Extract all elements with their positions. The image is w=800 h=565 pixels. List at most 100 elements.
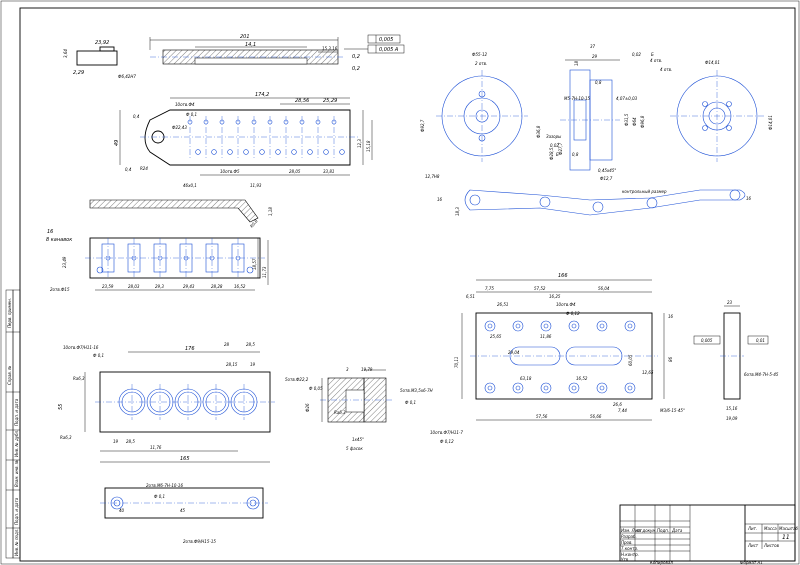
dimension-label: 16,52: [576, 376, 588, 381]
dimension-label: 28,56: [295, 98, 309, 104]
part-top-bar: 201 14,1 15 3,16 3,64 23,92 2,29 Ф6,42Н7…: [63, 34, 405, 79]
title-block: Лит. Масса Масштаб Лист Листов 11 Изм. Л…: [619, 504, 799, 562]
dimension-label: 70,11: [454, 357, 459, 368]
dimension-label: 33,81: [323, 169, 334, 174]
dimension-label: 29,3: [155, 284, 164, 289]
part-disc-left: Ф55-12 2 отв. Ф92,7: [420, 52, 528, 162]
block-hole-inner: [487, 385, 493, 391]
dimension-label: 29: [592, 54, 598, 59]
title-block-label: Изм. Лист: [621, 528, 642, 533]
dimension-label: 2отв.Ф15: [50, 287, 70, 292]
part-side-bar: 23 0,005 0,01 6отв.М4-7Н-5-45 15,16 19,0…: [693, 300, 779, 421]
dimension-label: Ф22,43: [172, 125, 187, 130]
block-hole: [624, 382, 636, 394]
dimension-label: 16,25: [549, 294, 561, 299]
dimension-label: Ф12,7: [600, 176, 613, 181]
comb-hole: [259, 149, 265, 155]
dimension-label: 6отв.М4-7Н-5-45: [744, 372, 779, 377]
dimension-label: 0,4: [125, 167, 132, 172]
margin-label: Справ. №: [7, 366, 12, 385]
dimension-label: 28,03: [128, 284, 140, 289]
dimension-label: 11,86: [540, 334, 552, 339]
dimension-label: 16,52: [234, 284, 246, 289]
dimension-label: 6,51: [466, 294, 475, 299]
part-plate: 10отв.Ф7/Н11-16 Ф 0,1 Ra6,3 Ra6,3 55 11,…: [58, 342, 275, 463]
dimension-label: 15,18: [366, 140, 371, 152]
dimension-label: 45: [180, 508, 186, 513]
block-hole: [568, 382, 580, 394]
dimension-label: 2отв.Ф9/Н15-15: [183, 539, 216, 544]
dimension-label: 23: [727, 300, 733, 305]
block-hole: [540, 320, 552, 332]
dimension-label: Ф28,5: [549, 147, 554, 160]
dimension-label: 19: [250, 362, 256, 367]
comb-hole: [307, 149, 313, 155]
dimension-label: Ф6,42Н7: [118, 74, 136, 79]
dimension-label: Ф14,01: [705, 60, 720, 65]
dimension-label: 0,2: [352, 54, 360, 60]
title-block-label: Утв.: [621, 557, 629, 562]
dimension-label: 165: [180, 456, 190, 462]
tolerance-frame-label: 0,005: [701, 338, 713, 343]
block-hole: [596, 382, 608, 394]
tolerance-frame-label: 0,005 А: [379, 47, 399, 53]
rail-end-hole: [96, 266, 104, 274]
tolerance-frame-label: 0,01: [756, 338, 765, 343]
tolerance-frame-label: Ф 0,12: [566, 311, 580, 316]
dimension-label: 3,64: [63, 49, 68, 58]
part-rail: 16 8 канавок 23,49 2отв.Ф15 23,59 28,03 …: [46, 207, 273, 292]
dimension-label: 26,51: [497, 302, 508, 307]
dimension-label: 25,29: [323, 98, 337, 104]
part-disc-section: Ф36,8 Ф28,5 Ф27,7 0,45х45° Зазоры 0,02 Б…: [536, 44, 654, 181]
block-hole-inner: [571, 385, 577, 391]
dimension-label: Зазоры: [546, 134, 561, 139]
dimension-label: контрольный размер: [622, 189, 667, 194]
block-hole-inner: [487, 323, 493, 329]
margin-label: Инв. № подл.: [14, 528, 19, 556]
part-small-strip: 2отв.М6-7Н-10-16 Ф 0,1 40 45 2отв.Ф9/Н15…: [100, 483, 268, 544]
dimension-label: 28,5: [126, 439, 135, 444]
block-hole-inner: [599, 385, 605, 391]
tolerance-frame-label: Ф 0,1: [93, 353, 104, 358]
dimension-label: 16: [746, 196, 752, 201]
dimension-label: 55: [58, 404, 64, 410]
dimension-label: 166: [558, 273, 568, 279]
block-hole-inner: [627, 385, 633, 391]
title-block-label: Пров.: [621, 540, 633, 545]
dimension-label: 4,07±0,03: [616, 96, 638, 101]
tolerance-frame-label: Ф 0,1: [405, 400, 416, 405]
title-block-label: Лист: [747, 543, 759, 548]
dimension-label: 8 канавок: [46, 237, 72, 243]
dimension-label: 2,29: [73, 70, 84, 76]
margin-label: Инв. № дубл.: [14, 430, 19, 457]
dimension-label: 29,43: [183, 284, 195, 289]
dimension-label: Ф31,5: [624, 113, 629, 126]
left-margin-strip: Перв. примен. Справ. № Подп. и дата Инв.…: [5, 289, 21, 559]
part-chain: 12,7Н8 16 18,3 контрольный размер 16: [425, 174, 752, 216]
dimension-label: 56,66: [590, 414, 602, 419]
dimension-label: 29,04: [508, 350, 520, 355]
dimension-label: 25,65: [490, 334, 502, 339]
dimension-label: 0,4: [133, 114, 140, 119]
dimension-label: 11,93: [250, 183, 262, 188]
dimension-label: 15 3,16: [322, 46, 338, 51]
dimension-label: 49: [114, 140, 120, 146]
dimension-label: 23,49: [62, 256, 67, 268]
comb-hole: [291, 149, 297, 155]
title-block-label: Дата: [671, 528, 683, 533]
dimension-label: 37: [590, 44, 596, 49]
dimension-label: 7,44: [618, 408, 627, 413]
block-hole-inner: [571, 323, 577, 329]
dimension-label: Ф64: [632, 117, 637, 126]
margin-label: Подп. и дата: [14, 398, 19, 426]
dimension-label: 4 отв.: [660, 67, 672, 72]
block-hole: [540, 382, 552, 394]
title-block-label: № докум.: [636, 528, 657, 533]
comb-hole: [323, 149, 329, 155]
tolerance-frame-label: 0,02: [632, 52, 641, 57]
dimension-label: 0,45х45°: [598, 168, 616, 173]
block-hole: [484, 320, 496, 332]
part-disc-right: 4 отв. 4 отв. Ф14,01 Ф14,01: [650, 58, 773, 162]
